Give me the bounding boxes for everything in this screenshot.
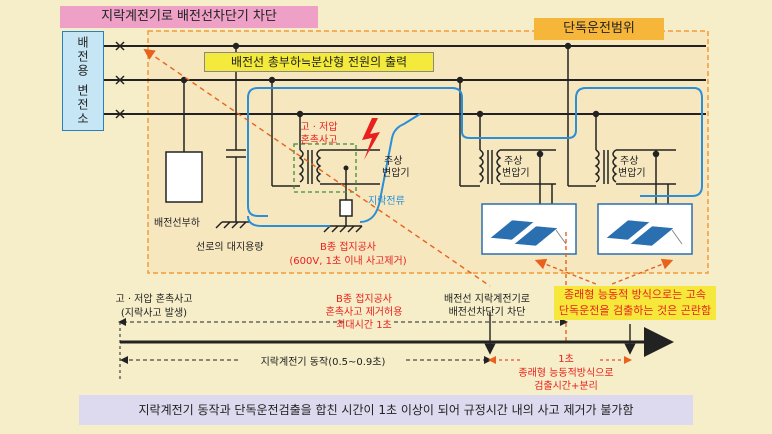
output-box: 배전선 총부하≒분산형 전원의 출력 (204, 52, 434, 72)
b-ground-label-1: B종 접지공사 (319, 242, 377, 253)
fault-label-2: 혼촉사고 (300, 135, 338, 146)
pv-panel-1 (481, 203, 577, 255)
line-capacitance-label: 선로의 대지용량 (196, 242, 264, 253)
breaker-label-1: 배전선 지락계전기로 (444, 294, 530, 305)
note-arrow-left (534, 258, 597, 285)
fault-label-1: 고 · 저압 (300, 122, 338, 133)
pole-transformer-2 (456, 76, 556, 204)
difficulty-note-line-1: 종래형 능동적 방식으로는 고속 (563, 288, 707, 301)
detect-label-2: 검출시간+분리 (534, 381, 598, 392)
conclusion-bar: 지락계전기 동작과 단독운전검출을 합친 시간이 1초 이상이 되어 규정시간 … (79, 395, 693, 425)
trip-arrow (143, 48, 491, 287)
detect-label-1: 종래형 능동적방식으로 (518, 368, 614, 379)
trip-title: 지락계전기로 배전선차단기 차단 (60, 6, 318, 28)
transformer-3-label-1: 주상 (620, 156, 639, 167)
pole-transformer-1 (268, 76, 380, 233)
difficulty-note: 종래형 능동적 방식으로는 고속 단독운전을 검출하는 것은 곤란함 (554, 286, 716, 320)
one-second-label: 1초 (558, 354, 574, 365)
transformer-2-label-2: 변압기 (502, 168, 530, 179)
three-phase-lines (104, 45, 706, 115)
lightning-icon (362, 118, 380, 160)
distribution-load-label: 배전선부하 (154, 218, 200, 229)
b-limit-label-2: 혼촉사고 제거허용 (325, 307, 403, 318)
pole-transformer-3 (564, 42, 676, 204)
ground-fault-current-path (247, 87, 703, 217)
b-limit-label-3: 최대시간 1초 (336, 320, 392, 331)
relay-time-label: 지락계전기 동작(0.5~0.9초) (240, 353, 406, 368)
breaker-label-2: 배전선차단기 차단 (448, 307, 526, 318)
islanding-range-title: 단독운전범위 (534, 18, 664, 40)
substation-box: 배전용 변전소 (62, 31, 104, 131)
transformer-1-label-2: 변압기 (382, 168, 410, 179)
breaker-marks (115, 41, 125, 119)
event-label-1: 고 · 저압 혼촉사고 (115, 294, 193, 305)
pv-panel-2 (597, 203, 693, 255)
b-limit-label-1: B종 접지공사 (335, 294, 393, 305)
b-ground-label-2: (600V, 1초 이내 사고제거) (289, 256, 407, 267)
fault-region-box (293, 143, 357, 193)
note-arrow-right (611, 258, 674, 285)
transformer-1-label-1: 주상 (384, 156, 403, 167)
transformer-3-label-2: 변압기 (618, 168, 646, 179)
difficulty-note-line-2: 단독운전을 검출하는 것은 곤란함 (558, 304, 712, 317)
event-label-2: (지락사고 발생) (120, 308, 188, 319)
transformer-2-label-1: 주상 (504, 156, 523, 167)
ground-fault-current-label: 지락전류 (368, 196, 405, 207)
distribution-load (165, 76, 203, 203)
